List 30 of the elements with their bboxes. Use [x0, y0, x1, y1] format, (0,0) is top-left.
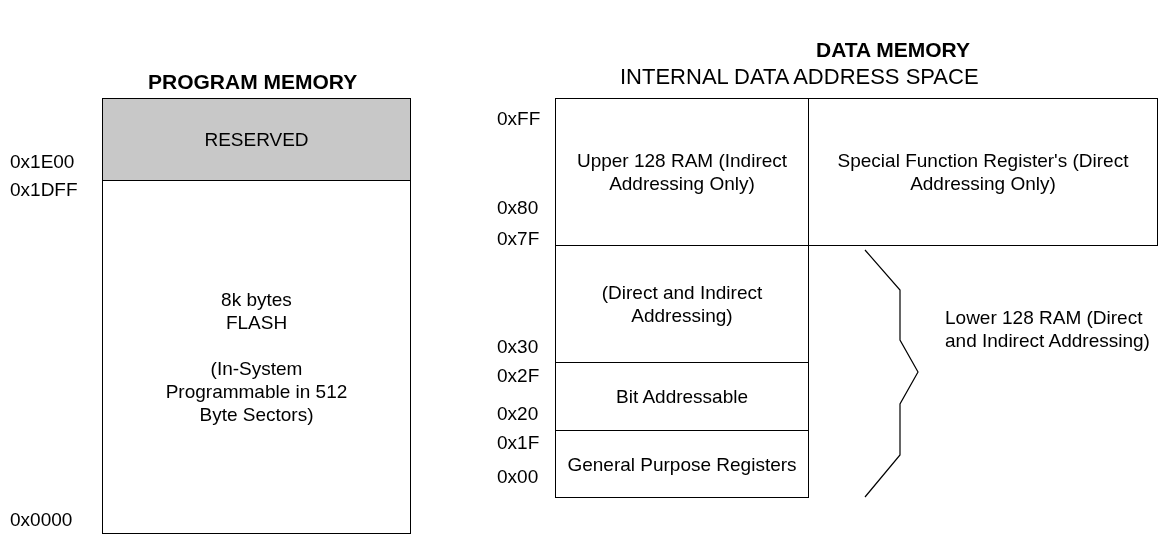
memory-region — [808, 98, 1158, 246]
address-label: 0x1F — [497, 431, 540, 454]
region-text: Upper 128 RAM (Indirect Addressing Only) — [575, 149, 789, 195]
region-text: 8k bytes FLASH — [220, 288, 293, 334]
address-label: 0x0000 — [10, 508, 73, 531]
section-heading: PROGRAM MEMORY — [148, 70, 358, 93]
reserved-region — [102, 98, 411, 181]
memory-region — [555, 245, 809, 363]
region-text: (Direct and Indirect Addressing) — [600, 281, 764, 327]
section-subheading: INTERNAL DATA ADDRESS SPACE — [620, 65, 979, 88]
address-label: 0x2F — [497, 364, 540, 387]
address-label: 0xFF — [497, 107, 541, 130]
address-label: 0x7F — [497, 227, 540, 250]
address-label: 0x30 — [497, 335, 539, 358]
region-text: Bit Addressable — [616, 385, 748, 408]
memory-region — [555, 98, 809, 246]
region-note: Lower 128 RAM (Direct and Indirect Addressing) — [945, 306, 1151, 352]
address-label: 0x1DFF — [10, 178, 78, 201]
section-heading: DATA MEMORY — [816, 38, 970, 61]
memory-region — [555, 430, 809, 498]
region-text: RESERVED — [204, 128, 309, 151]
memory-region — [555, 362, 809, 431]
address-label: 0x1E00 — [10, 150, 75, 173]
address-label: 0x20 — [497, 402, 539, 425]
address-label: 0x00 — [497, 465, 539, 488]
flash-region — [102, 180, 411, 534]
region-text: General Purpose Registers — [567, 452, 797, 476]
region-text: (In-System Programmable in 512 Byte Sectors) — [164, 357, 349, 426]
address-label: 0x80 — [497, 196, 539, 219]
region-text: Special Function Register's (Direct Addressing Only) — [836, 149, 1130, 195]
